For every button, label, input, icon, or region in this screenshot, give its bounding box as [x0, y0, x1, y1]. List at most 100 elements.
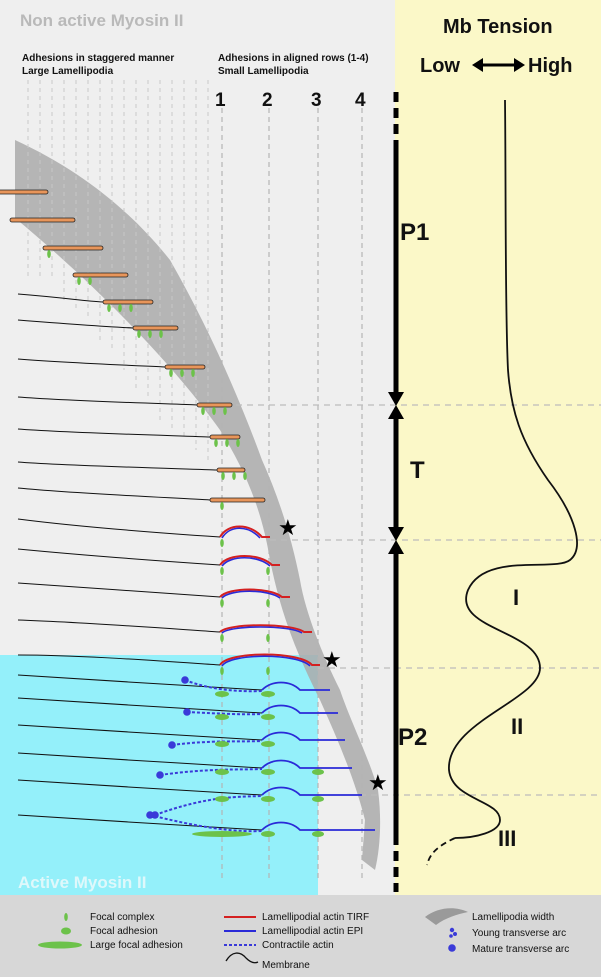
- focal-adhesion: [261, 714, 275, 720]
- membrane-trace: [17, 428, 211, 438]
- focal-complex: [223, 407, 227, 415]
- p1-end-arrow: [388, 392, 404, 406]
- col1-caption-1: Adhesions in staggered manner: [22, 53, 174, 64]
- lamellipodium-band: [132, 325, 179, 331]
- phase-p1-label: P1: [400, 219, 429, 246]
- young-arc-icon: [449, 927, 457, 938]
- focal-complex: [214, 439, 218, 447]
- tension-curve: [448, 99, 578, 839]
- legend-tirf: Lamellipodial actin TIRF: [262, 912, 369, 923]
- legend-focal-complex: Focal complex: [90, 912, 154, 923]
- membrane-trace: [17, 779, 263, 796]
- focal-adhesion: [261, 741, 275, 747]
- focal-adhesion: [312, 769, 324, 775]
- large-focal-adhesion-icon: [38, 941, 82, 949]
- membrane-trace: [17, 358, 166, 368]
- focal-complex: [77, 277, 81, 285]
- col2-caption-1: Adhesions in aligned rows (1-4): [218, 53, 369, 64]
- lamellipodial-actin-tirf: [219, 555, 280, 566]
- star-markers: ★ ★ ★: [278, 515, 388, 795]
- membrane-trace: [17, 461, 218, 471]
- mature-transverse-arc: [168, 741, 176, 749]
- lamellipodial-actin-epi: [221, 655, 311, 667]
- tension-region-II: II: [511, 714, 523, 739]
- legend-membrane: Membrane: [262, 960, 310, 971]
- cell-snapshots: [0, 189, 375, 837]
- focal-complex: [266, 567, 270, 575]
- lamellipodial-actin-epi: [261, 731, 345, 741]
- lamellipodium-band: [196, 402, 233, 408]
- tension-panel-background: [395, 0, 601, 895]
- legend-epi: Lamellipodial actin EPI: [262, 926, 363, 937]
- phase-p2-label: P2: [398, 724, 427, 751]
- focal-complex: [107, 304, 111, 312]
- t-start-arrow: [388, 405, 404, 419]
- focal-complex: [118, 304, 122, 312]
- membrane-trace: [17, 674, 263, 691]
- focal-complex: [220, 599, 224, 607]
- inactive-myosin-title: Non active Myosin II: [20, 11, 183, 30]
- focal-complex: [169, 369, 173, 377]
- focal-adhesion: [261, 796, 275, 802]
- focal-complex: [47, 250, 51, 258]
- staggered-guides: [27, 80, 209, 460]
- contractile-actin: [184, 679, 263, 693]
- membrane-line-icon: [225, 952, 259, 964]
- tension-curve-extrapolated: [426, 837, 456, 866]
- lamellipodial-actin-epi: [261, 759, 352, 769]
- legend-mature-arc: Mature transverse arc: [472, 944, 569, 955]
- lamellipodial-actin-epi: [261, 681, 330, 691]
- focal-complex: [129, 304, 133, 312]
- legend-focal-adhesion: Focal adhesion: [90, 926, 158, 937]
- legend-lamellipodia-width: Lamellipodia width: [472, 912, 554, 923]
- focal-adhesion: [312, 796, 324, 802]
- row-label-4: 4: [355, 90, 366, 111]
- membrane-trace: [17, 293, 104, 303]
- focal-complex: [236, 439, 240, 447]
- focal-complex: [159, 330, 163, 338]
- focal-complex: [201, 407, 205, 415]
- focal-adhesion: [261, 691, 275, 697]
- tension-region-I: I: [513, 585, 519, 610]
- lamellipodial-actin-tirf: [219, 653, 320, 666]
- lamellipodia-width-band: [15, 140, 381, 870]
- membrane-trace: [17, 487, 211, 501]
- contractile-actin: [186, 711, 263, 716]
- row-label-1: 1: [215, 90, 226, 111]
- contractile-actin: [149, 814, 263, 833]
- tension-title: Mb Tension: [443, 16, 553, 38]
- mature-arc-icon: [448, 944, 456, 952]
- lamellipodium-band: [42, 245, 104, 251]
- membrane-trace: [17, 582, 221, 598]
- phase-t-label: T: [410, 457, 425, 484]
- lamellipodial-actin-epi: [221, 626, 303, 634]
- focal-complex: [191, 369, 195, 377]
- mature-transverse-arc: [183, 708, 191, 716]
- focal-complex: [212, 407, 216, 415]
- focal-adhesion: [312, 831, 324, 837]
- lamellipodium-band: [0, 189, 49, 195]
- lamellipodial-actin-tirf: [219, 525, 270, 538]
- focal-adhesion: [215, 769, 229, 775]
- mature-transverse-arc: [181, 676, 189, 684]
- aligned-row-guides: [221, 108, 363, 880]
- membrane-trace: [17, 518, 221, 538]
- lamellipodial-actin-epi: [261, 821, 375, 831]
- star-marker-3: ★: [368, 770, 388, 795]
- star-marker-2: ★: [322, 647, 342, 672]
- focal-adhesion: [215, 691, 229, 697]
- p2-start-arrow: [388, 540, 404, 554]
- focal-complex: [232, 472, 236, 480]
- tension-high-label: High: [528, 55, 572, 77]
- lamellipodium-band: [102, 299, 154, 305]
- legend-contractile: Contractile actin: [262, 940, 334, 951]
- focal-complex-icon: [64, 913, 68, 921]
- lamellipodium-band: [164, 364, 206, 370]
- focal-complex: [180, 369, 184, 377]
- focal-complex: [220, 567, 224, 575]
- phase-separators: [225, 404, 601, 796]
- membrane-trace: [17, 619, 221, 633]
- timeline-axis: [388, 92, 404, 892]
- row-label-2: 2: [262, 90, 273, 111]
